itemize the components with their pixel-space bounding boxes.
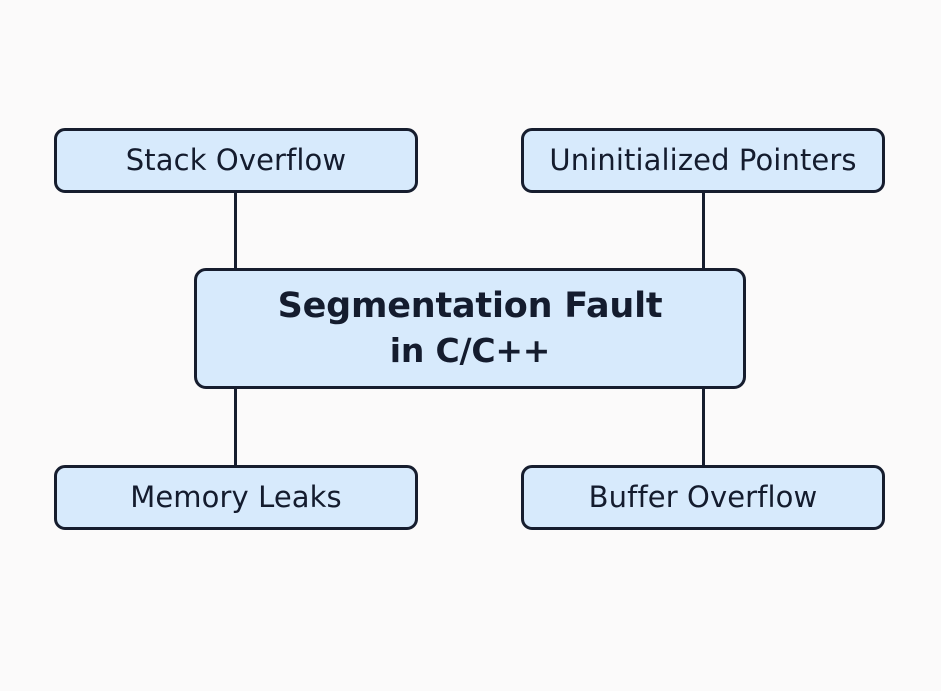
connector-stack-overflow-to-center: [234, 189, 237, 271]
node-buffer-overflow: Buffer Overflow: [521, 465, 885, 530]
connector-center-to-memory-leaks: [234, 385, 237, 468]
connector-uninitialized-pointers-to-center: [702, 189, 705, 271]
connector-center-to-buffer-overflow: [702, 385, 705, 468]
node-uninitialized-pointers: Uninitialized Pointers: [521, 128, 885, 193]
node-stack-overflow-label: Stack Overflow: [125, 143, 347, 178]
node-segmentation-fault-label-line-1: Segmentation Fault: [277, 286, 663, 327]
node-memory-leaks: Memory Leaks: [54, 465, 418, 530]
node-segmentation-fault-label-line-2: in C/C++: [389, 330, 551, 370]
node-segmentation-fault: Segmentation Fault in C/C++: [194, 268, 746, 389]
node-memory-leaks-label: Memory Leaks: [130, 480, 342, 515]
node-buffer-overflow-label: Buffer Overflow: [588, 480, 818, 515]
node-stack-overflow: Stack Overflow: [54, 128, 418, 193]
node-uninitialized-pointers-label: Uninitialized Pointers: [549, 143, 857, 178]
